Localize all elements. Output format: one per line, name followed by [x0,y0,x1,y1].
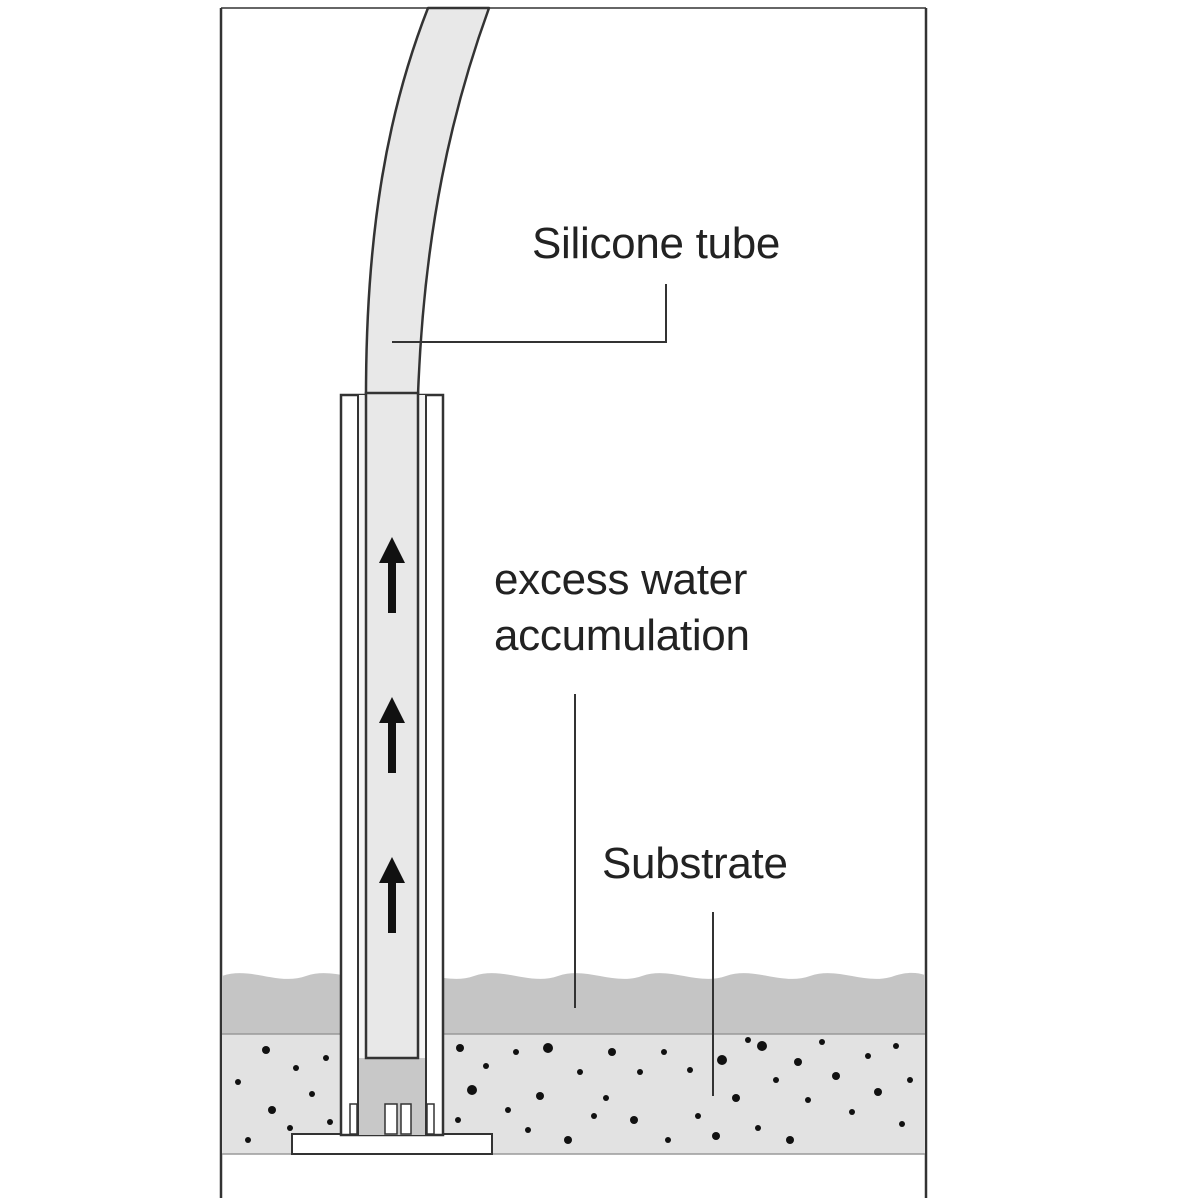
substrate-particle [608,1048,616,1056]
substrate-particle [849,1109,855,1115]
base-plate [291,1133,493,1155]
substrate-particle [695,1113,701,1119]
substrate-particle [637,1069,643,1075]
substrate-particle [805,1097,811,1103]
substrate-particle [893,1043,899,1049]
substrate-particle [732,1094,740,1102]
substrate-particle [661,1049,667,1055]
substrate-particle [794,1058,802,1066]
substrate-particle [832,1072,840,1080]
substrate-particle [874,1088,882,1096]
substrate-particle [543,1043,553,1053]
casing-pin-left [384,1103,398,1135]
substrate-particle [483,1063,489,1069]
substrate-particle [309,1091,315,1097]
substrate-particle [293,1065,299,1071]
substrate-particle [525,1127,531,1133]
substrate-particle [235,1079,241,1085]
substrate-particle [819,1039,825,1045]
substrate-particles [235,1037,913,1144]
substrate-particle [745,1037,751,1043]
substrate-particle [687,1067,693,1073]
excess-water-label-line1: excess water [494,555,748,604]
substrate-particle [323,1055,329,1061]
substrate-particle [577,1069,583,1075]
substrate-particle [630,1116,638,1124]
substrate-particle [505,1107,511,1113]
substrate-particle [327,1119,333,1125]
silicone-tube-label: Silicone tube [532,219,781,268]
casing-pin-left-outer [349,1103,358,1135]
excess-water-label: excess water accumulation [494,552,750,664]
casing-pin-right [400,1103,412,1135]
casing-pin-right-outer [426,1103,435,1135]
silicone-tube-curve [364,6,491,397]
up-arrow-icon [379,857,405,933]
substrate-particle [287,1125,293,1131]
excess-water-label-line2: accumulation [494,611,750,660]
excess-water-layer [222,972,925,1034]
substrate-particle [773,1077,779,1083]
substrate-label: Substrate [602,839,788,888]
substrate-particle [536,1092,544,1100]
substrate-particle [907,1077,913,1083]
substrate-particle [591,1113,597,1119]
substrate-particle [712,1132,720,1140]
substrate-particle [513,1049,519,1055]
substrate-particle [757,1041,767,1051]
substrate-particle [755,1125,761,1131]
substrate-particle [603,1095,609,1101]
substrate-particle [245,1137,251,1143]
substrate-particle [467,1085,477,1095]
substrate-particle [899,1121,905,1127]
substrate-particle [456,1044,464,1052]
leader-line-silicone-tube [392,284,667,343]
substrate-particle [665,1137,671,1143]
substrate-particle [268,1106,276,1114]
substrate-particle [455,1117,461,1123]
substrate-particle [262,1046,270,1054]
substrate-particle [786,1136,794,1144]
up-arrow-icon [379,537,405,613]
up-arrow-icon [379,697,405,773]
substrate-particle [564,1136,572,1144]
upward-flow-arrows [379,537,405,933]
substrate-particle [865,1053,871,1059]
substrate-particle [717,1055,727,1065]
